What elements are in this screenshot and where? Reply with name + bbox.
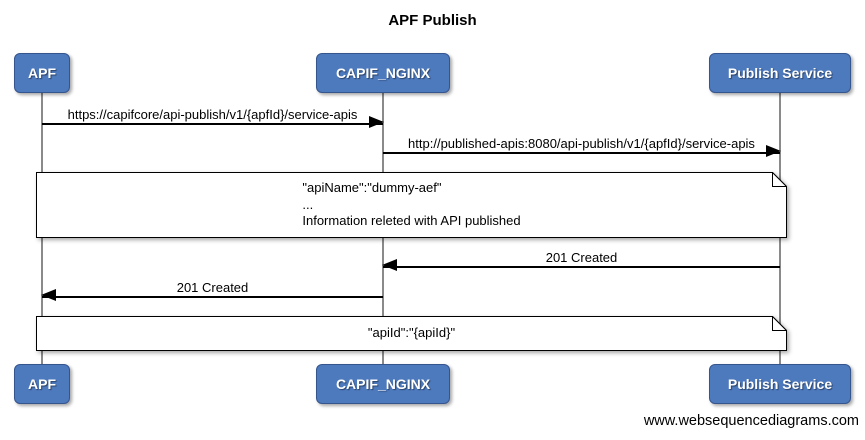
message-capif-to-publish: http://published-apis:8080/api-publish/v… bbox=[383, 135, 781, 157]
actor-publish-service-bottom: Publish Service bbox=[709, 364, 851, 404]
arrowhead-right-icon bbox=[369, 116, 384, 128]
message-capif-to-apf: 201 Created bbox=[41, 279, 383, 301]
message-label: https://capifcore/api-publish/v1/{apfId}… bbox=[67, 107, 358, 122]
arrowhead-left-icon bbox=[382, 259, 397, 271]
note-text: "apiName":"dummy-aef" ... Information re… bbox=[36, 172, 787, 238]
note-fold-icon bbox=[772, 316, 787, 331]
message-label: http://published-apis:8080/api-publish/v… bbox=[408, 136, 755, 151]
websequencediagrams-credit: www.websequencediagrams.com bbox=[643, 413, 859, 429]
actor-capif-nginx-top: CAPIF_NGINX bbox=[316, 53, 450, 93]
note-line: ... bbox=[302, 196, 314, 212]
note-fold-icon bbox=[772, 172, 787, 187]
note-line: "apiId":"{apiId}" bbox=[367, 325, 456, 341]
arrowhead-left-icon bbox=[41, 289, 56, 301]
note-text: "apiId":"{apiId}" bbox=[36, 316, 787, 351]
note-line: Information releted with API published bbox=[302, 213, 521, 229]
note-shape bbox=[36, 316, 787, 351]
actor-publish-service-top: Publish Service bbox=[709, 53, 851, 93]
actor-capif-nginx-bottom: CAPIF_NGINX bbox=[316, 364, 450, 404]
message-label: 201 Created bbox=[176, 280, 249, 295]
actor-apf-top: APF bbox=[14, 53, 70, 93]
note-shape bbox=[36, 172, 787, 238]
note-line: "apiName":"dummy-aef" bbox=[302, 180, 442, 196]
actor-apf-bottom: APF bbox=[14, 364, 70, 404]
note-api-information: "apiName":"dummy-aef" ... Information re… bbox=[36, 172, 787, 238]
note-api-id: "apiId":"{apiId}" bbox=[36, 316, 787, 351]
message-apf-to-capif: https://capifcore/api-publish/v1/{apfId}… bbox=[42, 106, 384, 128]
message-label: 201 Created bbox=[545, 250, 618, 265]
diagram-title: APF Publish bbox=[388, 12, 477, 29]
message-publish-to-capif: 201 Created bbox=[382, 249, 780, 271]
arrowhead-right-icon bbox=[766, 145, 781, 157]
